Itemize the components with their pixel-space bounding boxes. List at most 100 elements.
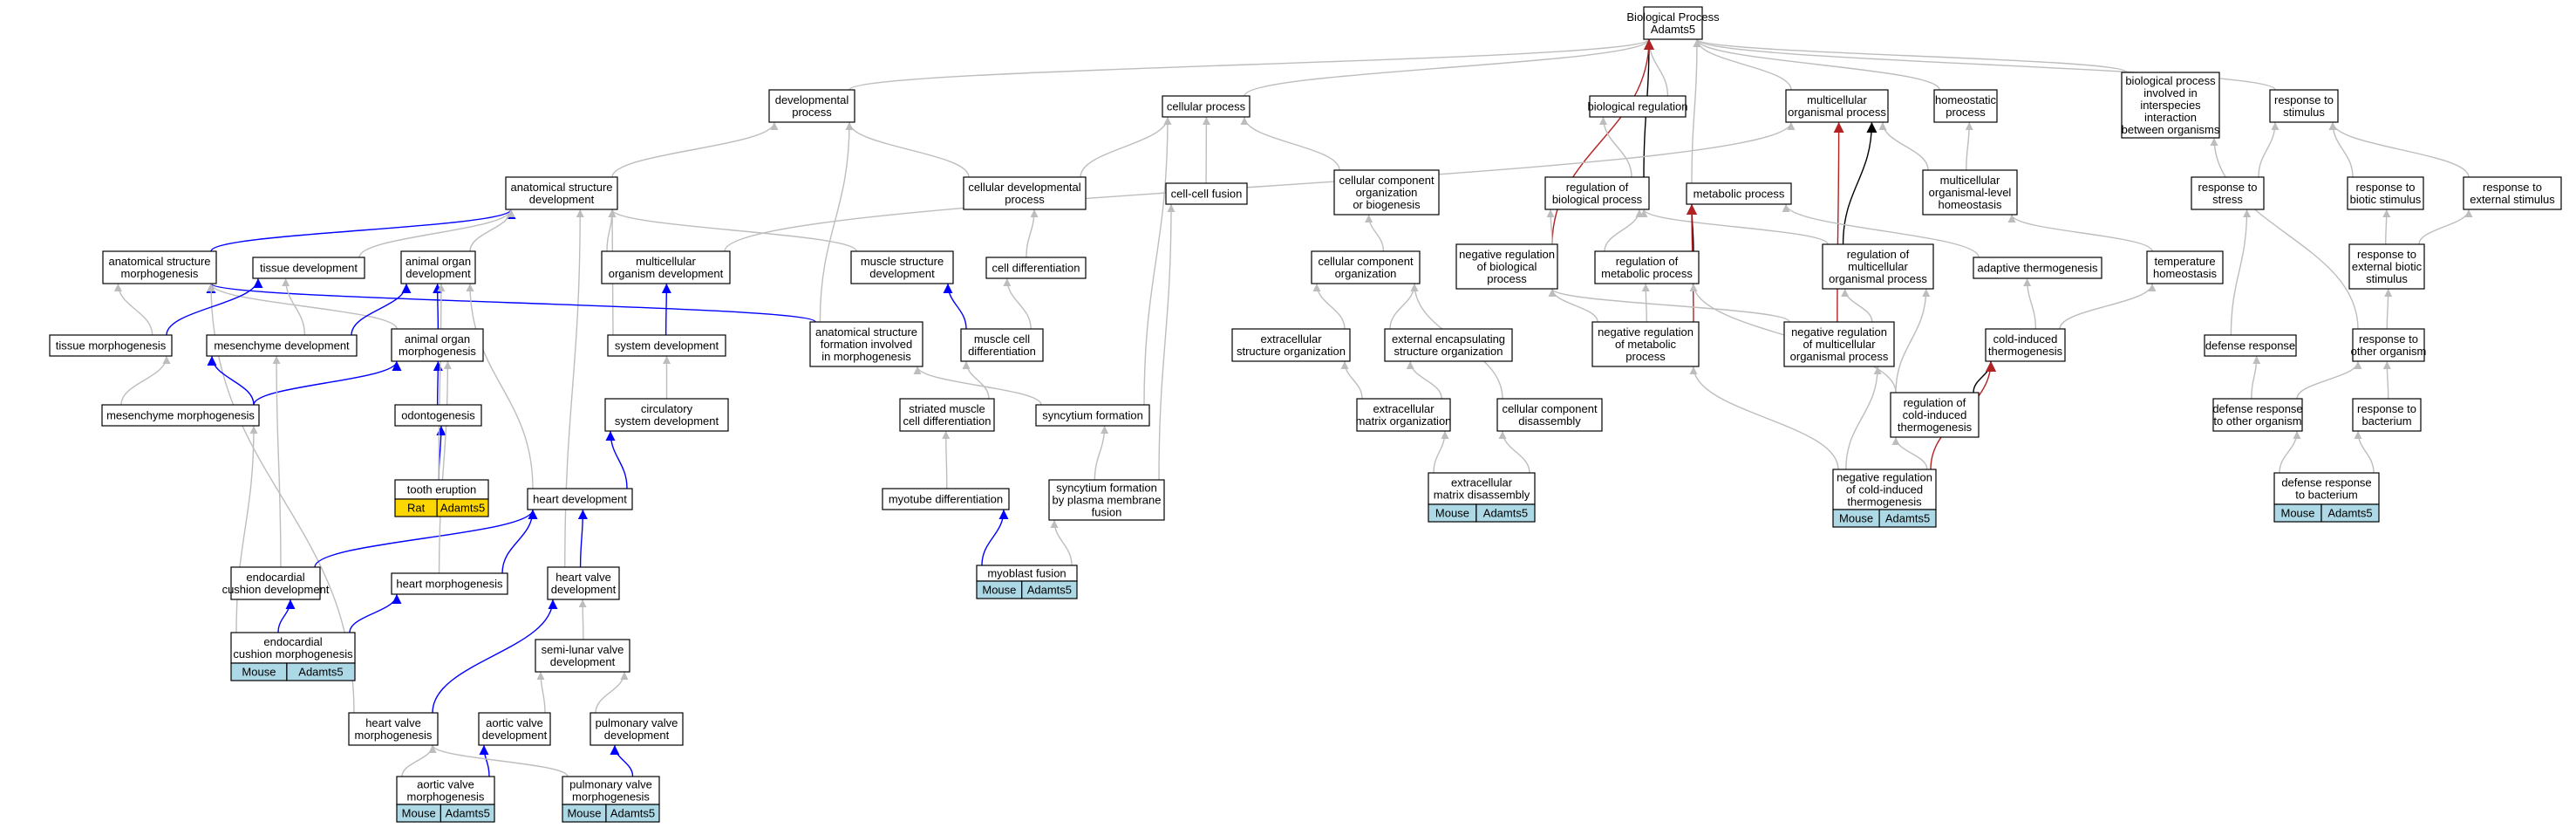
edge-respbact-to-respother [2382, 360, 2391, 400]
go-node-mesmorph[interactable]: mesenchyme morphogenesis [101, 404, 260, 427]
node-box [547, 566, 620, 600]
go-node-tissuedev[interactable]: tissue development [252, 257, 365, 279]
edge-syncytiumplasma-to-syncytium [1094, 425, 1109, 481]
node-label-line: thermogenesis [1847, 496, 1922, 509]
node-label-line: response to [2357, 248, 2416, 261]
edge-heartmorph-to-animalorganmorph [438, 360, 452, 574]
go-node-tootherupt[interactable]: tooth eruption [394, 479, 489, 500]
go-node-heartmorph[interactable]: heart morphogenesis [391, 572, 508, 595]
go-node-tissuemorph[interactable]: tissue morphogenesis [49, 334, 173, 357]
node-label-line: biotic stimulus [2350, 193, 2422, 206]
node-box [1822, 243, 1934, 290]
node-label-line: thermogenesis [1898, 421, 1973, 434]
go-node-bioreg[interactable]: biological regulation [1588, 95, 1688, 118]
node-label-line: extracellular [1373, 402, 1435, 415]
go-node-celldiff[interactable]: cell differentiation [985, 257, 1087, 279]
node-label-line: homeostasis [2153, 267, 2217, 280]
go-node-adaptthermo[interactable]: adaptive thermogenesis [1973, 257, 2102, 279]
node-label-line: extracellular [1451, 476, 1513, 489]
go-node-cellproc[interactable]: cellular process [1162, 95, 1251, 118]
node-label-line: disassembly [1518, 414, 1581, 428]
go-node-odonto[interactable]: odontogenesis [394, 404, 482, 427]
node-label-line: biological process [1552, 193, 1643, 206]
node-box [985, 257, 1087, 279]
node-label-line: animal organ [405, 255, 471, 268]
node-box [1933, 89, 1998, 123]
node-label-line: cell differentiation [903, 414, 992, 428]
node-label-line: myoblast fusion [987, 567, 1066, 580]
go-node-cellfusion[interactable]: cell-cell fusion [1165, 182, 1248, 205]
go-node-mesdev[interactable]: mesenchyme development [206, 334, 358, 357]
edge-cellproc-to-bp [1244, 38, 1653, 97]
edge-endocushiondev-to-heartdev [314, 509, 538, 568]
node-label-line: syncytium formation [1056, 482, 1157, 495]
tag-label-gene: Adamts5 [440, 502, 485, 515]
go-node-myotube[interactable]: myotube differentiation [882, 488, 1010, 510]
edge-negregcold-to-negregmet [1689, 366, 1839, 470]
edge-myoblast-to-myotube [981, 509, 1009, 566]
node-box [1686, 182, 1792, 205]
node-box [535, 639, 630, 673]
go-node-syncytium[interactable]: syncytium formation [1035, 404, 1150, 427]
go-node-sysdev[interactable]: system development [607, 334, 726, 357]
go-node-myoblast[interactable]: myoblast fusion [976, 565, 1078, 582]
go-node-metproc[interactable]: metabolic process [1686, 182, 1792, 205]
go-node-defense[interactable]: defense response [2204, 334, 2297, 357]
go-node-heartdev[interactable]: heart development [527, 488, 633, 510]
node-label-line: organismal process [1790, 350, 1889, 363]
